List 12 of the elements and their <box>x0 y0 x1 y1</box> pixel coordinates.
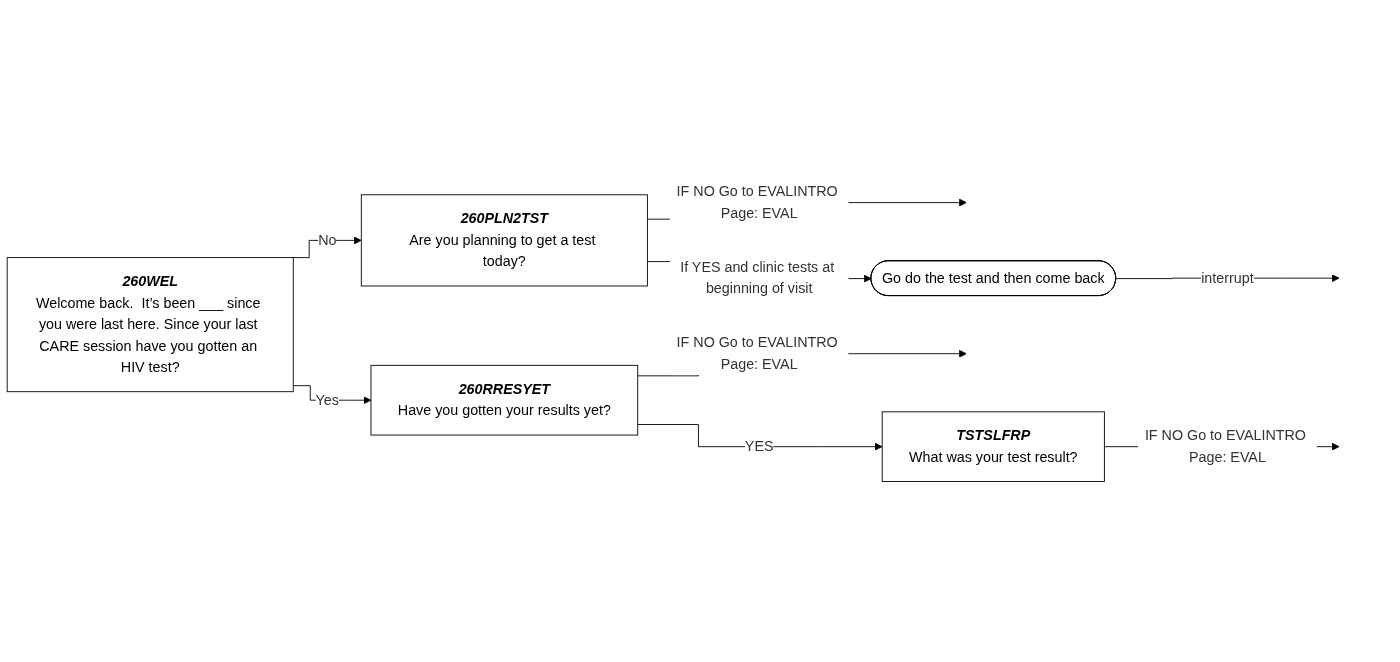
node-box: 260WEL Welcome back. It’s been ___ since you were last here. Since your last CARE session have you gotten an HIV test? <box>6 256 294 392</box>
edge-label: IF NO Go to EVALINTRO Page: EVAL <box>676 334 838 372</box>
node-box: 260RRESYET Have you gotten your results yet? <box>370 364 639 436</box>
edge-label: IF NO Go to EVALINTRO Page: EVAL <box>676 183 838 221</box>
node-box: TSTSLFRP What was your test result? <box>881 411 1105 482</box>
edge-label: interrupt <box>1201 269 1254 285</box>
edge-label: IF NO Go to EVALINTRO Page: EVAL <box>1144 427 1306 465</box>
edge-label: YES <box>744 438 774 454</box>
edge-label: If YES and clinic tests at beginning of visit <box>680 259 835 296</box>
edge-label: Yes <box>315 391 339 407</box>
node-box: 260PLN2TST Are you planning to get a test today? <box>360 194 648 287</box>
edge-label: No <box>318 231 337 248</box>
